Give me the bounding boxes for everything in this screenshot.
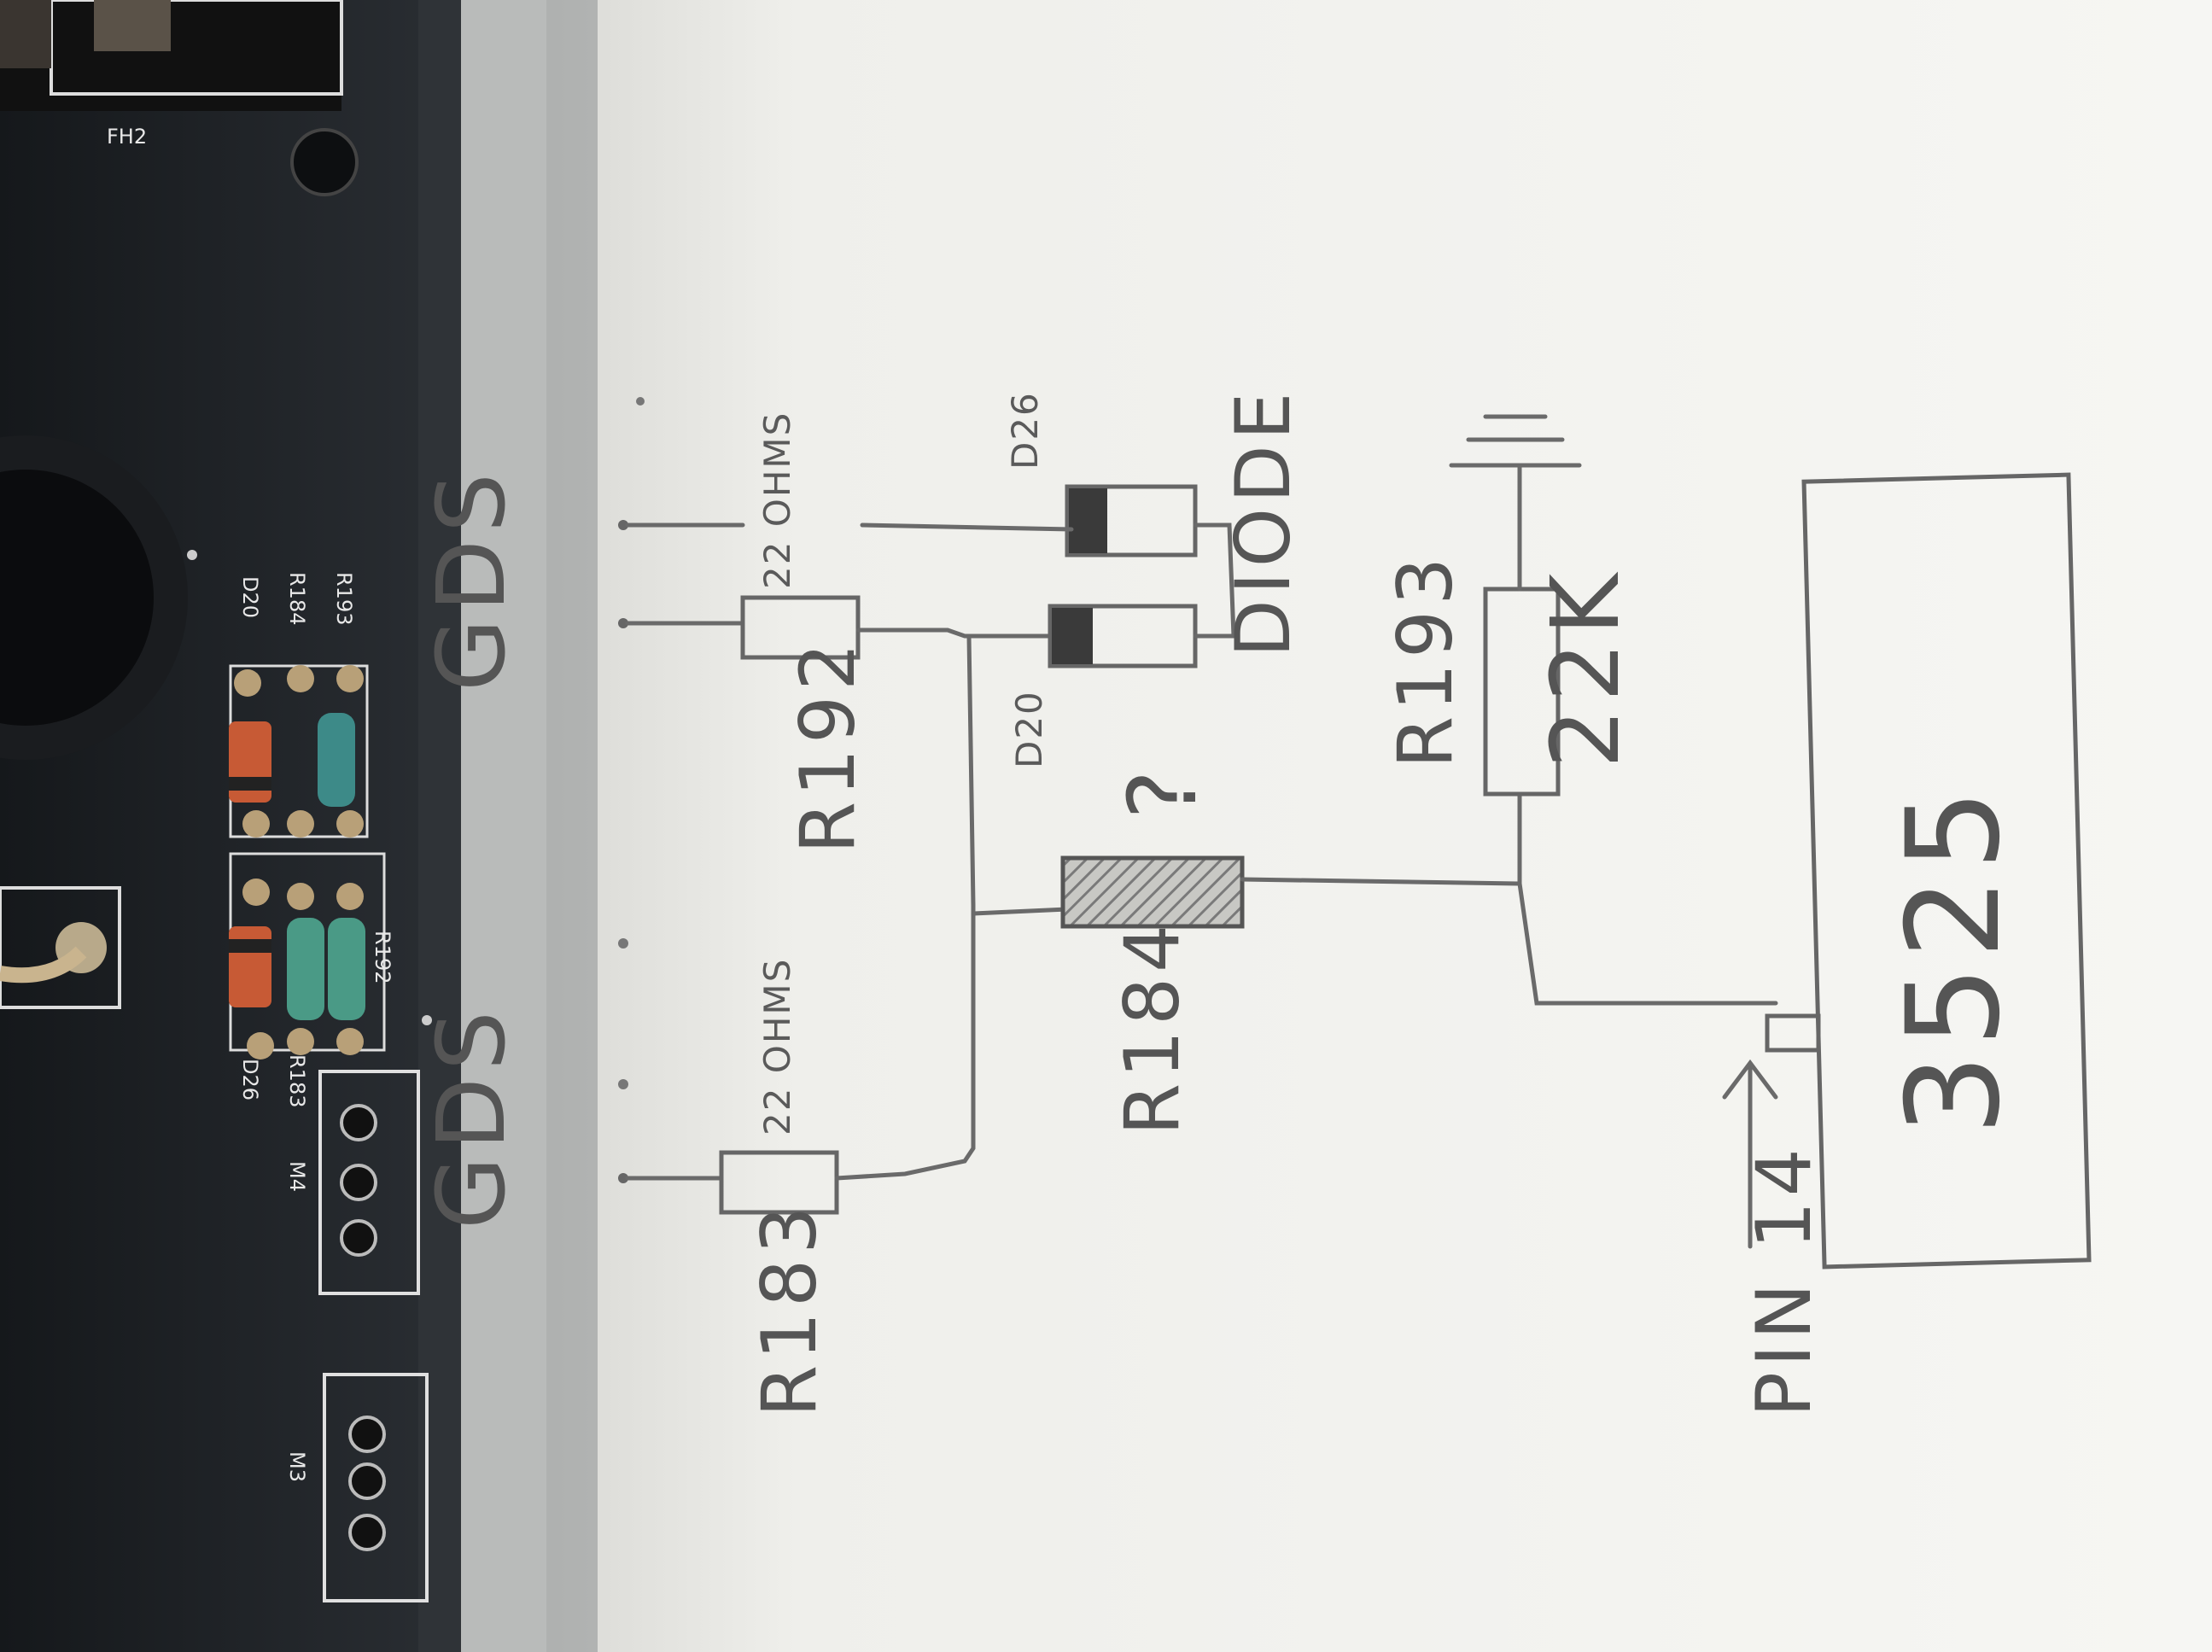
chip-3525 [1801, 472, 2092, 1270]
pcb-label-r184: R184 [285, 572, 309, 625]
label-r184-value: ? [1108, 763, 1217, 820]
label-r192-name: R192 [784, 638, 872, 854]
hand-sketch: GDS GDS [417, 388, 2092, 1417]
pcb-resistor-r192 [328, 918, 365, 1020]
pcb-label-d20: D20 [238, 576, 262, 618]
pcb-connector-m4 [318, 1070, 420, 1295]
pcb-board: FH2 R193 R184 D20 R192 R183 D26 M4 M3 [0, 0, 461, 1652]
pcb-resistor-r193 [318, 713, 355, 807]
pcb-label-r183: R183 [285, 1054, 309, 1107]
paper-shadow [444, 0, 598, 1652]
pin-note: PIN 14 [1740, 1143, 1828, 1417]
label-gds-right: GDS [417, 466, 526, 692]
pcb-diode-d26 [229, 926, 271, 1007]
label-r192-value: 22 OHMS [756, 412, 798, 589]
label-r184-name: R184 [1108, 919, 1196, 1135]
label-r193-value: 22K [1531, 567, 1640, 768]
resistor-r183 [719, 1150, 839, 1215]
resistor-r184 [1060, 855, 1245, 929]
pcb-label-d26: D26 [238, 1059, 262, 1100]
diode-d26 [1065, 484, 1198, 557]
label-r183-value: 22 OHMS [756, 958, 798, 1135]
label-d20: D20 [1008, 690, 1050, 768]
label-r193-name: R193 [1381, 552, 1469, 768]
chip-label: 3525 [1880, 782, 2028, 1135]
label-d26: D26 [1004, 391, 1046, 470]
pcb-resistor-r184 [287, 918, 324, 1020]
pcb-connector-m3 [323, 1373, 429, 1602]
pcb-label-m4: M4 [285, 1161, 309, 1192]
pcb-label-fh2: FH2 [107, 125, 147, 149]
pcb-label-r192: R192 [371, 931, 394, 984]
resistor-r192 [740, 595, 861, 660]
paper-sheet [546, 0, 2212, 1652]
pcb-label-m3: M3 [285, 1451, 309, 1482]
label-r183-name: R183 [745, 1201, 833, 1417]
label-gds-left: GDS [417, 1004, 526, 1229]
pcb-label-r193: R193 [332, 572, 356, 625]
label-diode: DIODE [1219, 388, 1307, 657]
